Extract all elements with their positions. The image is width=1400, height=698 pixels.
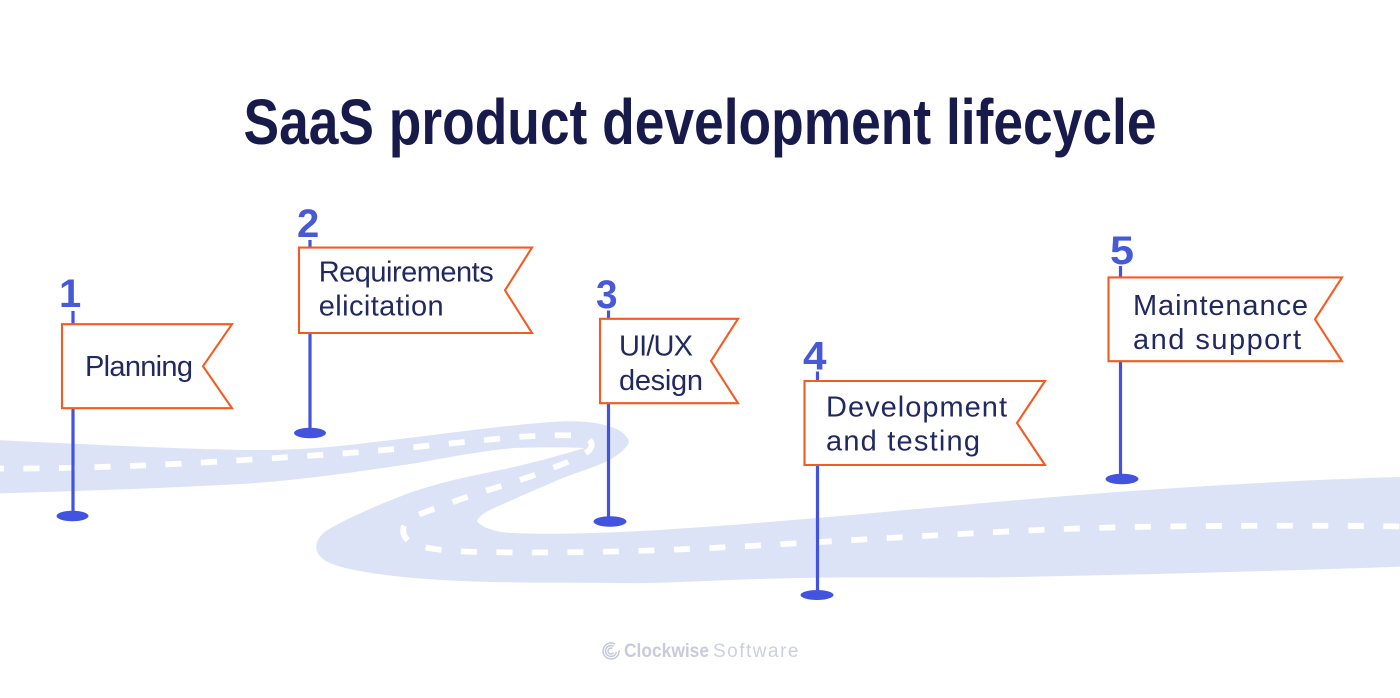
svg-text:and support: and support xyxy=(1133,324,1301,356)
svg-text:UI/UX: UI/UX xyxy=(619,331,693,363)
svg-text:Clockwise: Clockwise xyxy=(624,641,709,662)
svg-text:and testing: and testing xyxy=(826,425,980,457)
svg-text:4: 4 xyxy=(803,334,827,378)
svg-text:3: 3 xyxy=(596,273,618,317)
svg-text:Software: Software xyxy=(713,641,799,662)
svg-text:2: 2 xyxy=(297,202,319,246)
svg-text:Development: Development xyxy=(826,391,1007,423)
svg-text:design: design xyxy=(619,365,703,397)
svg-text:5: 5 xyxy=(1110,229,1134,273)
svg-text:SaaS product development lifec: SaaS product development lifecycle xyxy=(244,86,1157,158)
svg-text:1: 1 xyxy=(59,272,81,316)
svg-text:Planning: Planning xyxy=(85,351,193,383)
svg-text:Maintenance: Maintenance xyxy=(1133,290,1308,322)
svg-text:Requirements: Requirements xyxy=(319,257,494,289)
svg-text:elicitation: elicitation xyxy=(319,290,444,322)
